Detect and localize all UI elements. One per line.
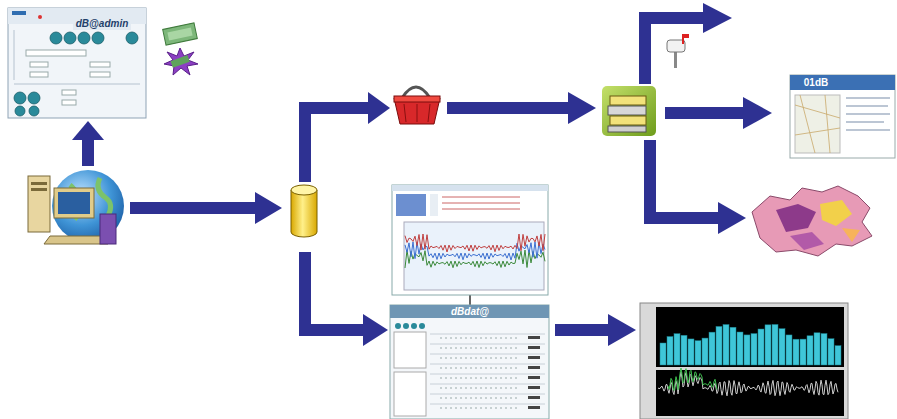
books-icon [602,86,656,136]
window-title: dB@admin [73,18,132,30]
spectrum-bar [786,335,792,365]
spectrum-bar [772,324,778,365]
network-computer-icon [28,170,124,244]
spectrum-bar [828,339,834,365]
spectrum-screenshot [640,303,848,419]
data-row [430,364,545,369]
spectrum-bar [744,335,750,365]
money-icon [163,23,198,75]
database-cylinder [291,185,317,237]
spectrum-bar [695,341,701,365]
flow-arrows [88,18,745,330]
spectrum-bar [702,338,708,365]
window-title: dBdat@ [448,306,492,318]
spectrum-bar [814,333,820,365]
admin-screenshot [8,8,146,118]
arrow-heads [72,3,772,346]
data-row [430,374,545,379]
spectrum-bar [730,327,736,365]
web-map-screenshot [790,75,895,158]
window-title: 01dB [801,77,831,89]
leader-line [469,295,471,305]
data-row [430,344,545,349]
data-window: dBdat@ [390,305,549,419]
spectrum-bar [674,334,680,365]
spectrum-bar [807,336,813,365]
chart-wave [405,234,545,252]
spectrum-bar [793,339,799,365]
spectrum-bar [751,334,757,365]
spectrum-bar [800,339,806,365]
waveform-highlight [668,368,717,390]
data-row [430,354,545,359]
spectrum-bar [835,346,841,365]
spectrum-bar [681,335,687,365]
data-row [430,334,545,339]
spectrum-bar [821,334,827,365]
data-screenshot [390,305,549,419]
spectrum-bar [723,325,729,365]
spectrum-bar [688,339,694,365]
spectrum-bar [716,326,722,365]
spectrum-bar [758,329,764,365]
admin-window: dB@admin [8,8,146,118]
spectrum-bar [660,343,666,365]
noise-map [752,186,872,256]
spectrum-bar [709,332,715,365]
mailbox-icon [667,34,689,68]
basket-icon [394,87,440,124]
chart-wave [405,250,545,268]
data-row [430,404,545,409]
web-map-window: 01dB [790,75,895,158]
spectrum-bar [737,332,743,365]
chart-screenshot [392,185,548,295]
spectrum-bar [765,325,771,365]
data-row [430,394,545,399]
spectrum-bar [779,329,785,365]
spectrum-bar [667,337,673,365]
data-row [430,384,545,389]
